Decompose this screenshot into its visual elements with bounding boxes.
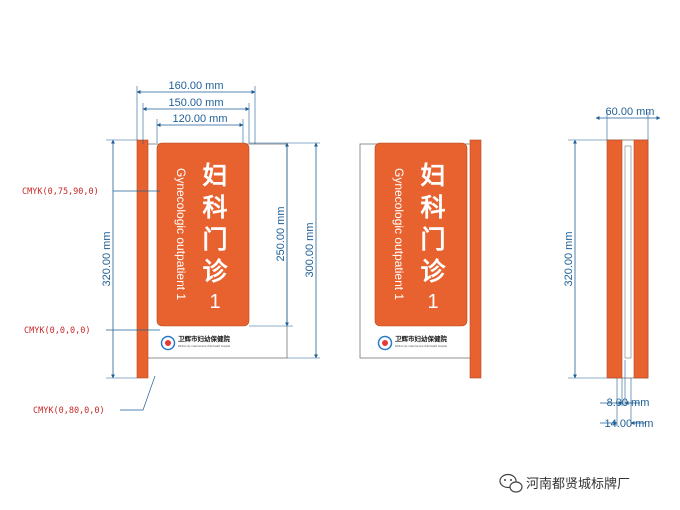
front-english-label: Gynecologic outpatient 1 bbox=[174, 168, 188, 300]
front-left-post bbox=[136, 139, 149, 379]
dim-side-base: 14.00 mm bbox=[605, 418, 654, 430]
dim-height-total: 320.00 mm bbox=[101, 231, 113, 286]
plain-title-char: 诊 bbox=[420, 257, 446, 286]
front-title-char: 门 bbox=[202, 225, 227, 254]
front-title-char: 妇 bbox=[202, 161, 227, 190]
wechat-icon bbox=[499, 473, 523, 493]
front-logo-sub: Weihui city maternal and child health ho… bbox=[178, 344, 230, 348]
callout-white: CMYK(0,0,0,0) bbox=[24, 326, 91, 336]
dim-side-thickness: 60.00 mm bbox=[606, 106, 655, 118]
front-orange-panel bbox=[156, 142, 250, 327]
side-view: 60.00 mm 320.00 mm 8.00 mm 14.00 mm bbox=[563, 106, 661, 430]
callout-red: CMYK(0,80,0,0) bbox=[33, 406, 105, 416]
plain-number: 1 bbox=[427, 291, 438, 313]
front-view: 妇 科 门 诊 1 Gynecologic outpatient 1 卫辉市妇幼… bbox=[22, 80, 320, 416]
dim-height-back: 300.00 mm bbox=[304, 222, 316, 277]
dim-height-panel: 250.00 mm bbox=[275, 206, 287, 261]
hospital-logo-icon bbox=[160, 335, 176, 351]
front-title-char: 诊 bbox=[202, 257, 228, 286]
side-front-strip bbox=[606, 139, 623, 379]
side-inner-slot bbox=[624, 145, 632, 359]
front-title-char: 科 bbox=[202, 193, 227, 222]
plain-right-post bbox=[469, 139, 482, 379]
front-number: 1 bbox=[209, 291, 220, 313]
plain-title-char: 妇 bbox=[420, 161, 445, 190]
side-back-strip bbox=[633, 139, 649, 379]
dim-side-height: 320.00 mm bbox=[563, 231, 575, 286]
dim-width-mid: 150.00 mm bbox=[168, 97, 223, 109]
hospital-logo-icon bbox=[377, 335, 393, 351]
dim-width-panel: 120.00 mm bbox=[172, 113, 227, 125]
dim-side-inner: 8.00 mm bbox=[607, 397, 650, 409]
plain-logo-name: 卫辉市妇幼保健院 bbox=[395, 334, 448, 343]
plain-logo-sub: Weihui city maternal and child health ho… bbox=[395, 344, 447, 348]
plain-title-char: 门 bbox=[420, 225, 445, 254]
watermark-text: 河南都贤城标牌厂 bbox=[526, 476, 630, 492]
watermark: 河南都贤城标牌厂 bbox=[499, 473, 630, 493]
plain-english-label: Gynecologic outpatient 1 bbox=[392, 168, 406, 300]
callout-orange: CMYK(0,75,90,0) bbox=[22, 187, 99, 197]
dim-width-total: 160.00 mm bbox=[168, 80, 223, 92]
plain-orange-panel bbox=[374, 142, 468, 327]
front-view-plain: 妇 科 门 诊 1 Gynecologic outpatient 1 卫辉市妇幼… bbox=[359, 139, 482, 379]
plain-title-char: 科 bbox=[420, 193, 445, 222]
front-logo-name: 卫辉市妇幼保健院 bbox=[178, 334, 231, 343]
